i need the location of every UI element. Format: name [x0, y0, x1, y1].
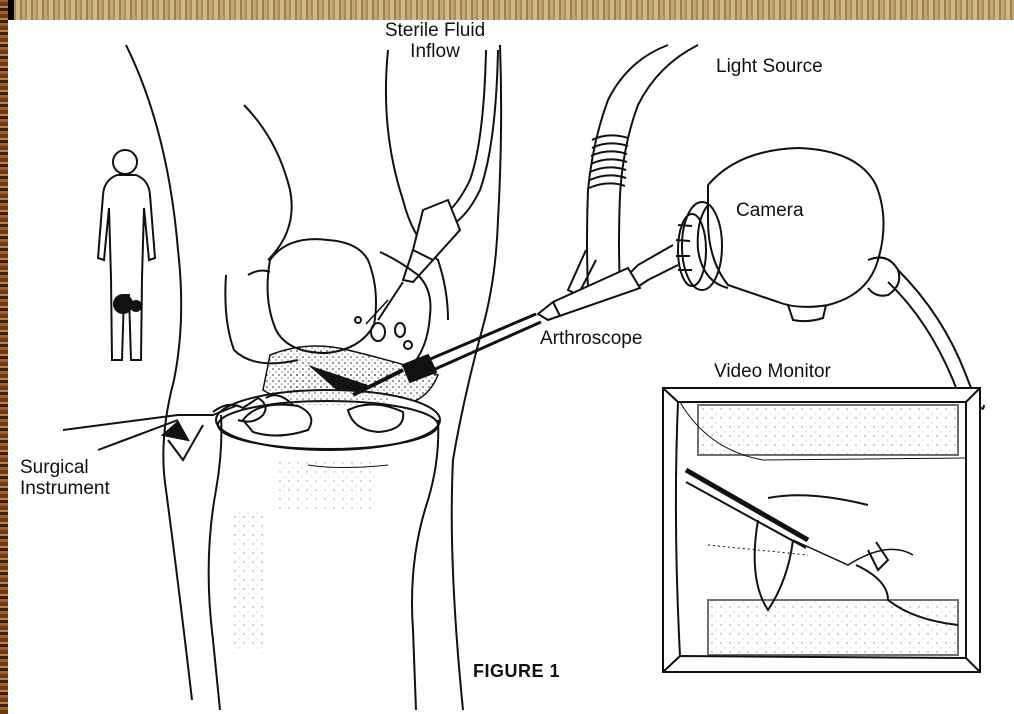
fig-shading [288, 370, 388, 405]
video-monitor [663, 388, 980, 672]
label-surgical-instrument: Surgical Instrument [20, 457, 110, 499]
arthroscopy-illustration [8, 20, 1014, 714]
label-arthroscope: Arthroscope [540, 328, 642, 349]
diagram-canvas: Sterile Fluid Inflow Light Source Camera… [8, 20, 1014, 714]
label-sterile-fluid-line2: Inflow [360, 41, 510, 62]
label-sterile-fluid-inflow: Sterile Fluid Inflow [360, 20, 510, 62]
arthroscope [353, 245, 678, 395]
label-surgical-line2: Instrument [20, 478, 110, 499]
label-sterile-fluid-line1: Sterile Fluid [360, 20, 510, 41]
label-light-source: Light Source [716, 56, 823, 77]
tibia-shading-left [233, 510, 263, 650]
human-figure-icon [98, 150, 155, 360]
label-surgical-line1: Surgical [20, 457, 110, 478]
camera-body [676, 148, 899, 321]
tibia-shading [278, 460, 378, 510]
wood-frame-left [0, 0, 8, 714]
wood-frame-top [0, 0, 1014, 20]
label-video-monitor: Video Monitor [714, 361, 831, 382]
label-camera: Camera [736, 200, 804, 221]
frame-corner-accent [8, 0, 14, 20]
figure-caption: FIGURE 1 [473, 661, 560, 682]
